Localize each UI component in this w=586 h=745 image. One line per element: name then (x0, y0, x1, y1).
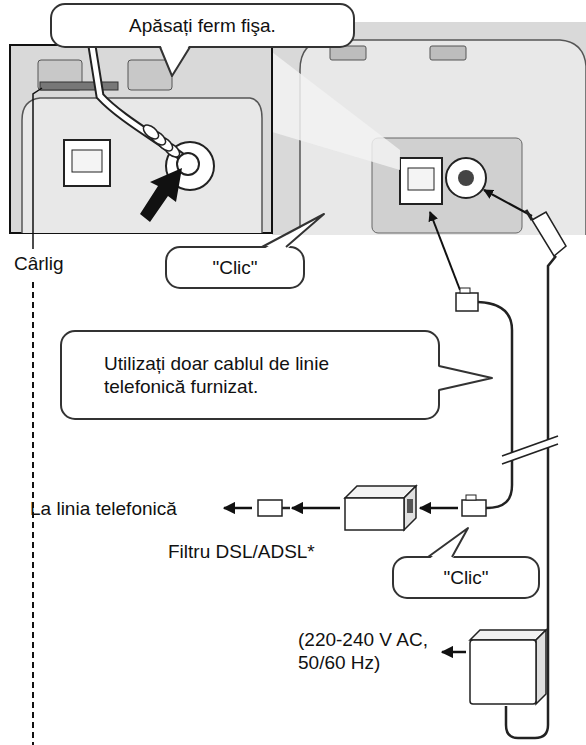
callout-text: "Clic" (173, 256, 297, 279)
callout-box (61, 331, 439, 419)
phone-jack-slot (408, 168, 434, 190)
callout-tail-fill (262, 214, 324, 250)
base-unit (272, 22, 586, 235)
callout-tail-fill (428, 528, 468, 560)
push-arrow (140, 168, 182, 222)
leader-line (33, 88, 42, 249)
callout-bubble: "Clic" (165, 246, 305, 289)
plug-latch (466, 495, 476, 500)
modular-plug (456, 293, 478, 311)
direction-arrow (442, 651, 466, 654)
phone-jack-slot (72, 150, 102, 172)
inset-slot (128, 60, 172, 90)
part-label: Filtru DSL/ADSL* (168, 540, 368, 563)
inset-frame (10, 45, 272, 233)
zoom-wedge (272, 52, 400, 170)
detail-inset (10, 45, 272, 233)
phone-cord (478, 302, 512, 508)
callout-text: Apăsați ferm fişa. (60, 14, 345, 37)
insert-arrow (484, 190, 532, 216)
callout-box (51, 4, 354, 47)
callout-bubble: Utilizați doar cablul de linie telefonic… (60, 330, 440, 420)
callout-tail (160, 47, 190, 76)
insert-arrow (420, 507, 458, 510)
callout-tail-fill (436, 366, 492, 390)
filter-port (407, 499, 413, 513)
ac-adapter (470, 640, 536, 704)
adapter-top (470, 630, 546, 640)
power-jack (446, 158, 486, 198)
phone-jack (400, 158, 442, 204)
callout-text: "Clic" (400, 566, 532, 589)
base-slot (430, 46, 466, 60)
callout-box (393, 557, 539, 598)
power-plug (532, 212, 566, 256)
plug-spring (141, 122, 182, 159)
plug-latch (460, 288, 470, 293)
callout-text: Utilizați doar cablul de linie telefonic… (104, 352, 366, 398)
callout-bubble: Apăsați ferm fişa. (50, 3, 355, 48)
filter-side (404, 486, 416, 530)
phone-cord (282, 507, 290, 510)
dsl-filter (345, 498, 404, 530)
callout-tail (262, 214, 324, 247)
rating-label: (220-240 V AC, 50/60 Hz) (298, 628, 448, 674)
callout-tail-fill (160, 44, 190, 76)
inset-housing (22, 98, 262, 233)
part-label: Cârlig (14, 252, 104, 275)
insert-arrow (292, 507, 340, 510)
plug-tip (526, 210, 532, 220)
phone-jack (64, 140, 110, 186)
insert-arrow (430, 212, 460, 290)
hook (40, 82, 118, 90)
callout-outline (60, 330, 440, 420)
modular-plug (462, 500, 486, 516)
power-jack-pin (458, 170, 474, 186)
callout-bubble: "Clic" (392, 556, 540, 599)
power-cord-set (442, 190, 566, 738)
view-ground (272, 22, 586, 235)
callout-tail (428, 528, 468, 557)
adapter-side (536, 630, 546, 704)
break-mark (502, 436, 558, 464)
direction-arrow (224, 507, 252, 510)
callout-tail (439, 366, 492, 390)
callout-box (166, 247, 304, 288)
modular-plug (258, 500, 282, 516)
base-slot (330, 46, 366, 60)
direction-label: La linia telefonică (30, 497, 220, 520)
